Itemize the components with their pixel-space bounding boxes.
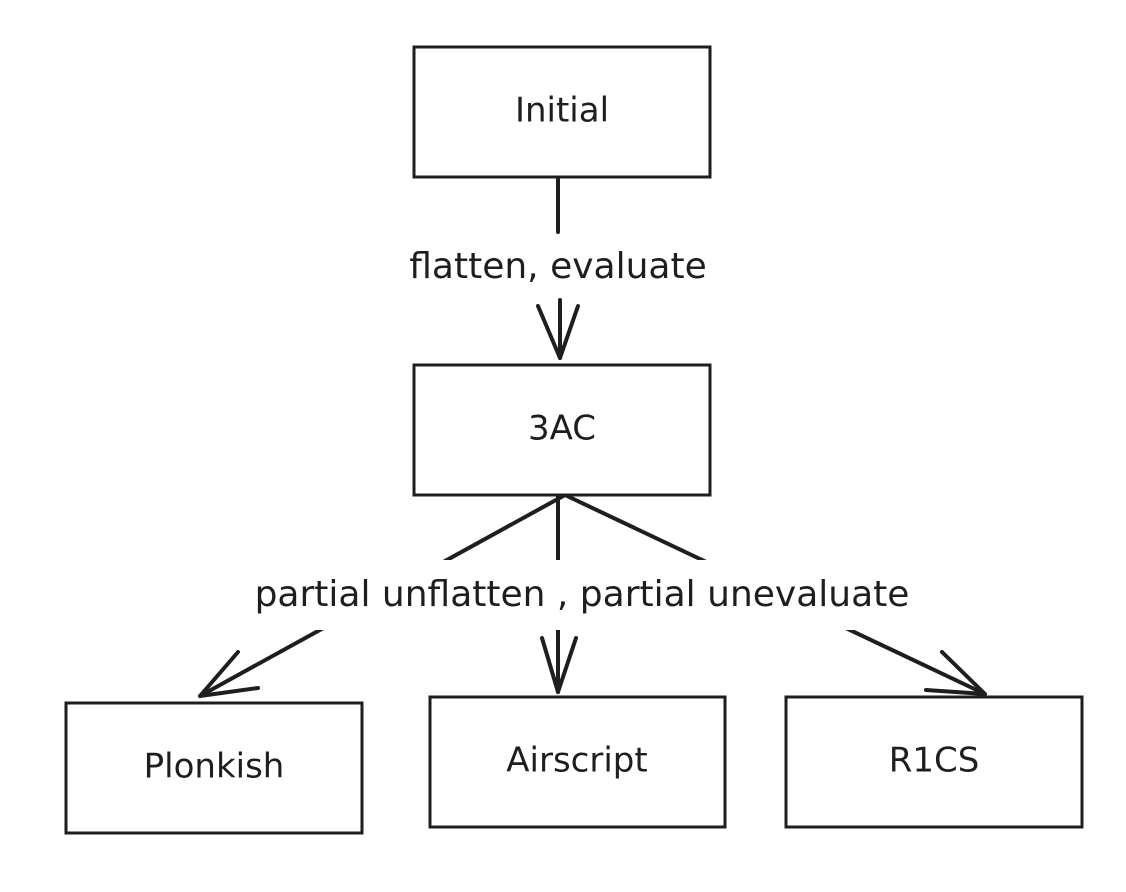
node-r1cs: R1CS [784, 695, 1084, 829]
node-plonkish: Plonkish [64, 701, 364, 835]
node-3ac: 3AC [412, 363, 712, 497]
node-initial: Initial [412, 45, 712, 179]
node-airscript: Airscript [428, 695, 727, 829]
node-r1cs-label: R1CS [889, 741, 980, 781]
node-initial-label: Initial [515, 91, 609, 131]
edge-label-partial: partial unflatten , partial unevaluate [255, 574, 910, 615]
arrowhead-airscript [540, 636, 578, 694]
node-3ac-label: 3AC [528, 409, 596, 449]
arrowhead-3ac [536, 304, 580, 360]
edge-initial-to-3ac [536, 176, 580, 360]
edge-label-flatten: flatten, evaluate [409, 246, 706, 287]
edge-label-flatten-group: flatten, evaluate [380, 240, 738, 296]
node-airscript-label: Airscript [506, 741, 647, 781]
arrowhead-r1cs [924, 650, 987, 696]
node-plonkish-label: Plonkish [144, 747, 285, 787]
arrowhead-plonkish [198, 650, 260, 698]
edge-label-partial-group: partial unflatten , partial unevaluate [196, 560, 968, 630]
